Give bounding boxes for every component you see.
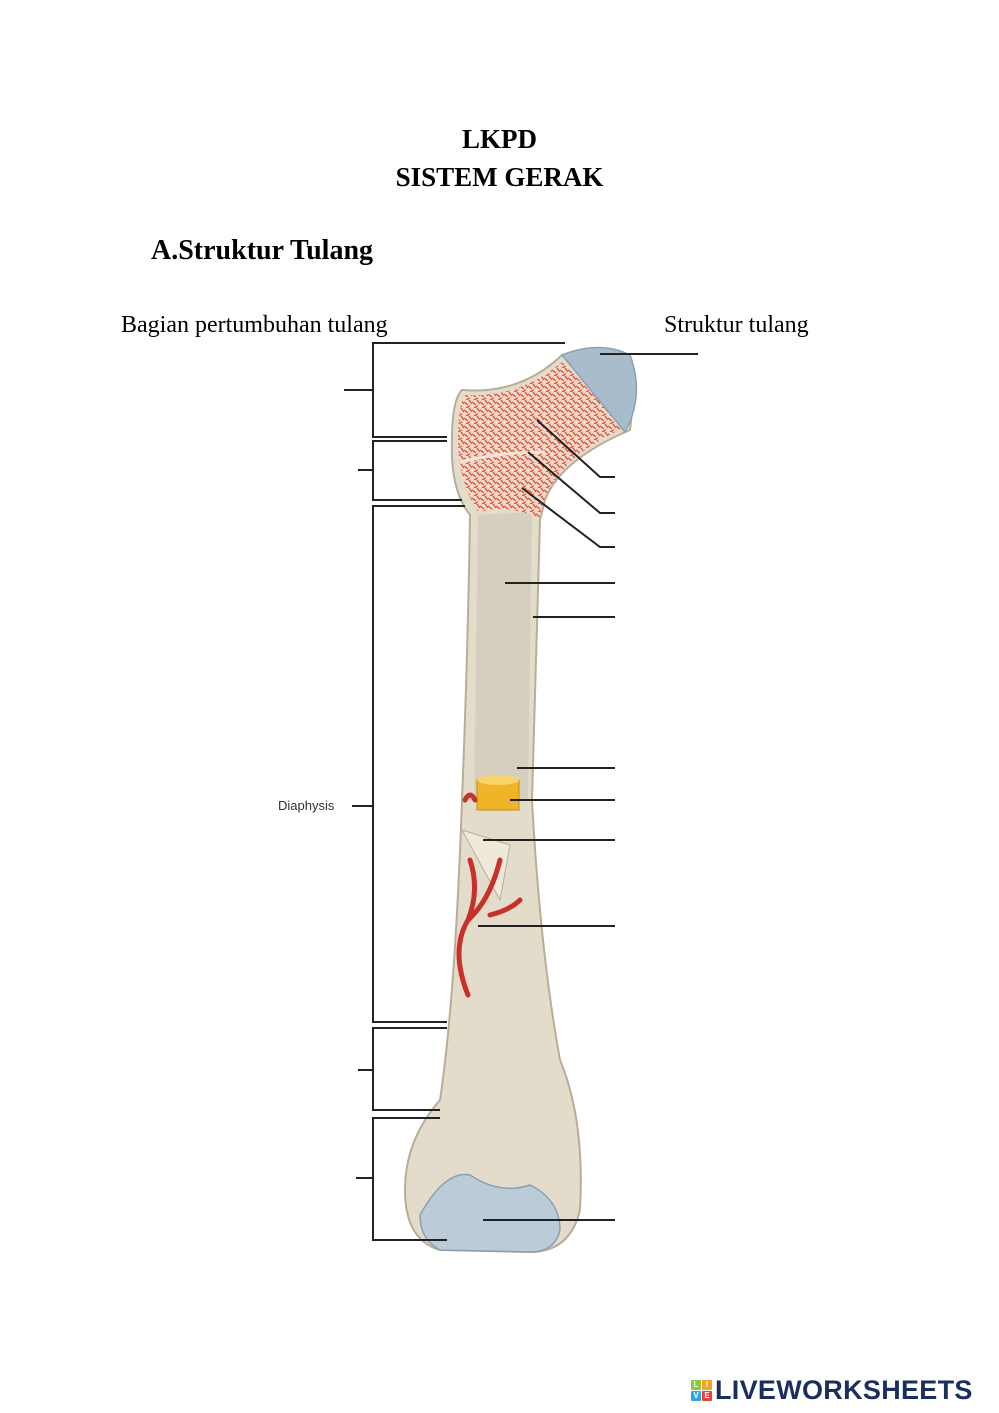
spongy-bone [458,362,625,518]
logo-icon: L I V E [691,1380,712,1401]
section-heading: A.Struktur Tulang [151,235,374,266]
liveworksheets-logo: L I V E LIVEWORKSHEETS [691,1375,973,1406]
nutrient-artery [456,792,523,998]
title-line-1: LKPD [461,124,537,154]
right-column-label: Struktur tulang [664,312,809,338]
articular-cartilage-top [560,346,638,434]
left-column-label: Bagian pertumbuhan tulang [121,312,388,338]
articular-cartilage-bottom [419,1173,561,1253]
logo-text: LIVEWORKSHEETS [715,1375,973,1405]
medullary-cavity [474,512,532,800]
title-line-2: SISTEM GERAK [395,162,604,192]
bracket-lines [344,342,698,1241]
compact-bone-wedge [460,829,511,902]
diaphysis-label: Diaphysis [278,798,335,813]
